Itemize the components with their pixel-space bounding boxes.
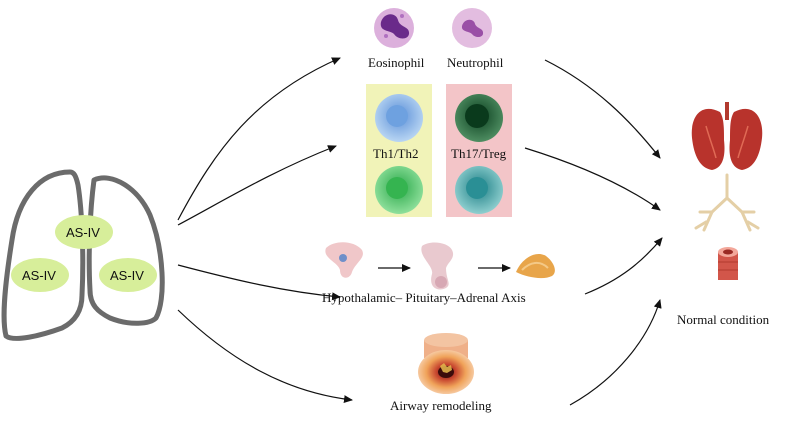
eosinophil-label: Eosinophil [368, 55, 425, 70]
th17-treg-label: Th17/Treg [451, 146, 507, 161]
asiv-label-right: AS-IV [110, 268, 144, 283]
bronchial-tree-icon [694, 173, 760, 232]
airway-remodeling-icon [418, 333, 474, 394]
th17-cell-icon [455, 94, 503, 142]
pituitary-icon [421, 242, 454, 290]
healthy-lungs-icon [691, 102, 763, 170]
asiv-badge-right [99, 258, 157, 292]
th2-cell-icon [375, 166, 423, 214]
arrows-from-lung [177, 57, 353, 404]
normal-condition-label: Normal condition [677, 312, 770, 327]
asiv-badge-left [11, 258, 69, 292]
treg-cell-icon [455, 166, 503, 214]
hypothalamus-icon [325, 242, 363, 278]
eosinophil-icon [374, 8, 414, 48]
neutrophil-icon [452, 8, 492, 48]
adrenal-gland-icon [516, 253, 555, 279]
asiv-badge-top [55, 215, 113, 249]
hpa-axis-label: Hypothalamic– Pituitary–Adrenal Axis [322, 290, 526, 305]
asiv-label-top: AS-IV [66, 225, 100, 240]
asiv-label-left: AS-IV [22, 268, 56, 283]
lung-outline-icon [1, 169, 165, 341]
th1-th2-label: Th1/Th2 [373, 146, 419, 161]
arrows-to-outcome [524, 59, 663, 406]
airway-remodeling-label: Airway remodeling [390, 398, 492, 413]
th1-cell-icon [375, 94, 423, 142]
healthy-airway-icon [718, 247, 738, 280]
neutrophil-label: Neutrophil [447, 55, 504, 70]
